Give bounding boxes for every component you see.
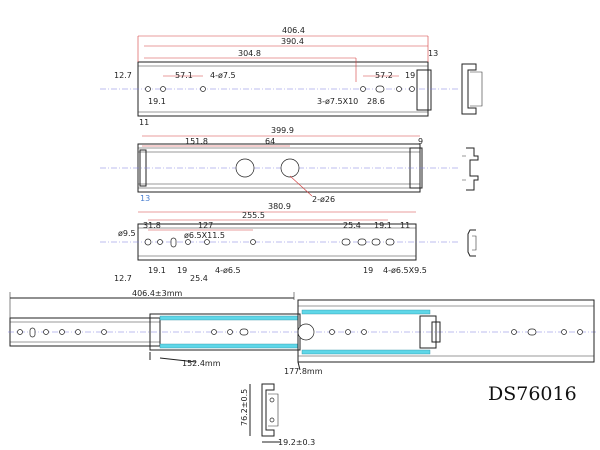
- dim-406-4: 406.4: [282, 26, 305, 35]
- hole: [361, 329, 367, 335]
- dim-406-4-tolerance: 406.4±3mm: [132, 289, 182, 298]
- dim-12-7: 12.7: [114, 71, 132, 80]
- dim-151-8: 151.8: [185, 137, 208, 146]
- slot: [527, 328, 537, 336]
- ball-bearing-strip: [301, 349, 431, 355]
- large-hole: [280, 158, 300, 178]
- dim-57-2: 57.2: [375, 71, 393, 80]
- dim-304-8: 304.8: [238, 49, 261, 58]
- view-3-inner-rail: [100, 211, 460, 261]
- hole: [345, 329, 351, 335]
- rail-1-end-stop: [416, 69, 432, 111]
- dim-25-4-left: 25.4: [190, 274, 208, 283]
- dim-13: 13: [428, 49, 438, 58]
- bearing-ball: [269, 417, 275, 423]
- hole: [75, 329, 81, 335]
- slot: [385, 238, 395, 246]
- dim-2-holes-26: 2-ø26: [312, 195, 335, 204]
- large-hole: [235, 158, 255, 178]
- hole: [43, 329, 49, 335]
- ball-bearing-strip: [159, 343, 299, 349]
- dim-19-1-right: 19.1: [374, 221, 392, 230]
- dim-380-9: 380.9: [268, 202, 291, 211]
- ball-bearing-strip: [159, 315, 299, 321]
- hole: [59, 329, 65, 335]
- dim-19-1-left: 19.1: [148, 266, 166, 275]
- hole: [145, 86, 151, 92]
- dim-4-slots-6-5x9-5: 4-ø6.5X9.5: [383, 266, 427, 275]
- slot: [357, 238, 367, 246]
- cross-section-profile: [249, 383, 280, 443]
- dim-12-7-v3: 12.7: [114, 274, 132, 283]
- hole: [250, 239, 256, 245]
- hole: [160, 86, 166, 92]
- hole: [17, 329, 23, 335]
- dim-255-5: 255.5: [242, 211, 265, 220]
- hole: [101, 329, 107, 335]
- dim-11-right: 11: [400, 221, 410, 230]
- ball-bearing-strip: [301, 309, 431, 315]
- profile-3: [467, 229, 477, 257]
- dim-4-holes-7-5: 4-ø7.5: [210, 71, 236, 80]
- dim-4-holes-6-5: 4-ø6.5: [215, 266, 241, 275]
- profile-2: [462, 147, 479, 191]
- dim-11: 11: [139, 118, 149, 127]
- dim-19-right: 19: [363, 266, 373, 275]
- dim-19: 19: [405, 71, 415, 80]
- dim-177-8mm: 177.8mm: [284, 367, 323, 376]
- dim-19-2-width: 19.2±0.3: [278, 438, 315, 447]
- dim-64: 64: [265, 137, 275, 146]
- slot: [371, 238, 381, 246]
- hole: [396, 86, 402, 92]
- dim-25-4-right: 25.4: [343, 221, 361, 230]
- dim-13-v2: 13: [140, 194, 150, 203]
- hole: [144, 238, 152, 246]
- assembly-stop: [431, 321, 441, 343]
- slot: [29, 327, 36, 338]
- hole: [360, 86, 366, 92]
- hole: [200, 86, 206, 92]
- profile-1: [461, 63, 483, 115]
- bearing-ball: [269, 397, 275, 403]
- assembly-outer-rail: [297, 299, 595, 363]
- dim-76-2-height: 76.2±0.5: [240, 389, 249, 426]
- dim-dia-9-5: ø9.5: [118, 229, 136, 238]
- hole: [561, 329, 567, 335]
- hole: [577, 329, 583, 335]
- view-2-middle-rail: [100, 135, 460, 197]
- slot: [341, 238, 351, 246]
- hole: [409, 86, 415, 92]
- model-code: DS76016: [488, 383, 577, 405]
- view-1-outer-rail: [100, 35, 460, 117]
- dim-390-4: 390.4: [281, 37, 304, 46]
- hole: [157, 239, 163, 245]
- hole: [227, 329, 233, 335]
- dim-3-slots: 3-ø7.5X10: [317, 97, 358, 106]
- hole: [185, 239, 191, 245]
- dim-31-8: 31.8: [143, 221, 161, 230]
- dim-28-6: 28.6: [367, 97, 385, 106]
- hole: [511, 329, 517, 335]
- assembly-end-block: [419, 315, 437, 349]
- large-hole: [297, 323, 315, 341]
- view-4-assembly: [8, 292, 596, 371]
- slot: [239, 328, 249, 336]
- dim-19-left: 19: [177, 266, 187, 275]
- dim-slot-6-5x11-5: ø6.5X11.5: [184, 231, 225, 240]
- dim-57-1: 57.1: [175, 71, 193, 80]
- slot: [170, 237, 177, 248]
- hole: [204, 239, 210, 245]
- hole: [211, 329, 217, 335]
- dim-127: 127: [198, 221, 213, 230]
- dim-19-1: 19.1: [148, 97, 166, 106]
- dim-399-9: 399.9: [271, 126, 294, 135]
- hole: [329, 329, 335, 335]
- dim-152-4mm: 152.4mm: [182, 359, 221, 368]
- slot: [375, 85, 385, 93]
- dim-9: 9: [418, 137, 423, 146]
